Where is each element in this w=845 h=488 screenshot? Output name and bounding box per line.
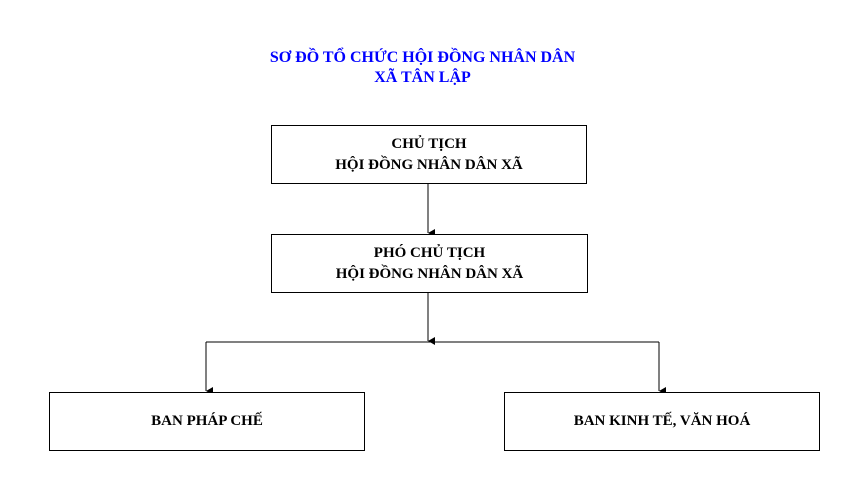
economic-cultural-committee-label: BAN KINH TẾ, VĂN HOÁ xyxy=(573,413,751,429)
chairman-title: CHỦ TỊCH xyxy=(391,135,467,152)
diagram-title: SƠ ĐỒ TỔ CHỨC HỘI ĐỒNG NHÂN DÂN XÃ TÂN L… xyxy=(0,48,845,88)
diagram-title-line-2: XÃ TÂN LẬP xyxy=(374,69,471,86)
vice-chairman-title: PHÓ CHỦ TỊCH xyxy=(373,244,486,261)
vice-chairman-box: PHÓ CHỦ TỊCH HỘI ĐỒNG NHÂN DÂN XÃ xyxy=(271,234,588,293)
legal-committee-label: BAN PHÁP CHẾ xyxy=(151,413,263,429)
chairman-council: HỘI ĐỒNG NHÂN DÂN XÃ xyxy=(335,156,523,173)
vice-chairman-council: HỘI ĐỒNG NHÂN DÂN XÃ xyxy=(335,265,524,282)
economic-cultural-committee-box: BAN KINH TẾ, VĂN HOÁ xyxy=(504,392,820,451)
legal-committee-box: BAN PHÁP CHẾ xyxy=(49,392,365,451)
diagram-title-line-1: SƠ ĐỒ TỔ CHỨC HỘI ĐỒNG NHÂN DÂN xyxy=(269,49,576,66)
chairman-box: CHỦ TỊCH HỘI ĐỒNG NHÂN DÂN XÃ xyxy=(271,125,587,184)
